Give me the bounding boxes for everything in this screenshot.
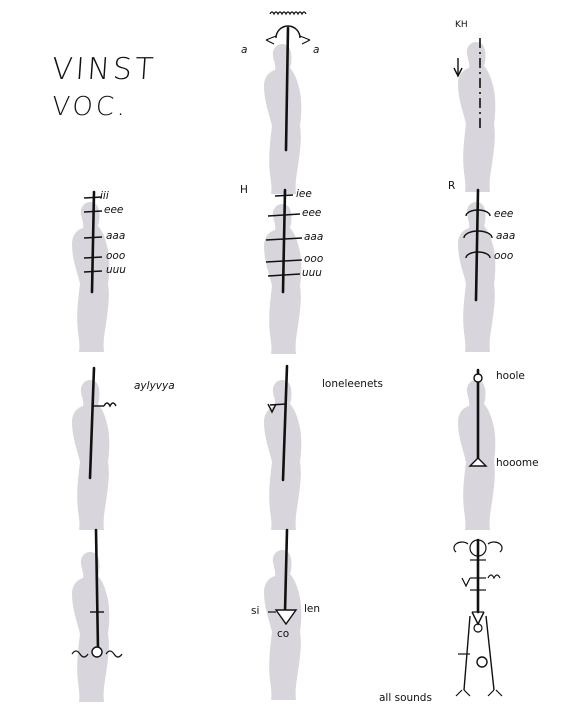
panel-10-label-left: si bbox=[251, 605, 259, 617]
panel-7-figure bbox=[264, 366, 301, 530]
panel-4-figure bbox=[264, 190, 302, 354]
panel-10-label-below: co bbox=[277, 628, 289, 640]
panel-1-label-left: a bbox=[241, 44, 247, 56]
panel-5-label-3: aaa bbox=[496, 230, 515, 242]
panel-4-label-1: iee bbox=[296, 188, 312, 200]
panel-3-label-2: eee bbox=[104, 204, 123, 216]
panel-1-figure bbox=[264, 12, 310, 194]
panel-7-label: loneleenets bbox=[322, 378, 383, 390]
panel-4-mark: H bbox=[240, 184, 248, 196]
panel-2-label-top: KH bbox=[455, 20, 468, 30]
panel-1-label-right: a bbox=[313, 44, 319, 56]
panel-4-label-5: uuu bbox=[302, 267, 322, 279]
panel-5-label-4: ooo bbox=[494, 250, 513, 262]
panel-3-figure bbox=[72, 192, 109, 352]
panel-8-figure bbox=[458, 370, 495, 530]
panel-11-figure bbox=[454, 540, 502, 696]
panel-4-label-4: ooo bbox=[304, 253, 323, 265]
panel-6-label: aylyvya bbox=[134, 380, 175, 392]
panel-5-figure bbox=[458, 190, 495, 352]
panel-8-label-top: hoole bbox=[496, 370, 525, 382]
panel-3-label-3: aaa bbox=[106, 230, 125, 242]
panel-6-figure bbox=[72, 368, 116, 530]
panel-5-mark: R bbox=[448, 180, 455, 192]
panel-4-label-3: aaa bbox=[304, 231, 323, 243]
panel-3-label-4: ooo bbox=[106, 250, 125, 262]
panel-3-label-5: uuu bbox=[106, 264, 126, 276]
panel-9-figure bbox=[72, 530, 122, 702]
panel-3-label-1: iii bbox=[100, 190, 109, 202]
panel-8-label-bottom: hooome bbox=[496, 457, 539, 469]
panel-11-caption: all sounds bbox=[379, 692, 432, 704]
panel-10-label-right: len bbox=[304, 603, 320, 615]
panel-2-figure bbox=[454, 38, 495, 192]
panel-10-figure bbox=[264, 530, 301, 700]
panel-4-label-2: eee bbox=[302, 207, 321, 219]
panel-5-label-2: eee bbox=[494, 208, 513, 220]
